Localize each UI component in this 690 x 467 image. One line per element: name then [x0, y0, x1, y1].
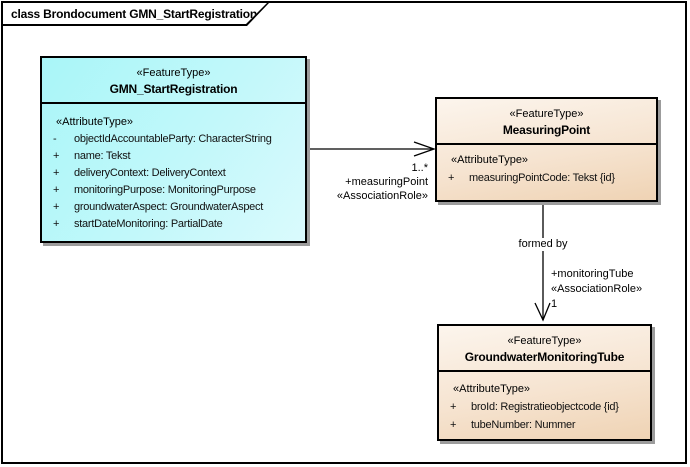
role-label: +measuringPoint [345, 176, 428, 188]
open-arrowhead-right-icon [413, 141, 436, 157]
attribute-row[interactable]: + broId: Registratieobjectcode {id} [439, 398, 650, 416]
attribute-text: name: Tekst [74, 150, 131, 162]
class-name: GMN_StartRegistration [109, 82, 238, 96]
visibility-marker: + [53, 184, 60, 196]
attribute-row[interactable]: - objectIdAccountableParty: CharacterStri… [42, 131, 305, 148]
diagram-title-tab: class Brondocument GMN_StartRegistration [3, 3, 269, 26]
multiplicity-label: 1 [551, 298, 558, 310]
attribute-row[interactable]: + deliveryContext: DeliveryContext [42, 165, 305, 182]
visibility-marker: + [450, 419, 457, 431]
class-attributes: «AttributeType» + broId: Registratieobjec… [439, 372, 650, 434]
class-header: «FeatureType» GroundwaterMonitoringTube [439, 326, 650, 372]
association-measuring-point-line[interactable] [308, 141, 436, 157]
class-name: MeasuringPoint [502, 123, 591, 137]
class-header: «FeatureType» MeasuringPoint [437, 99, 656, 145]
association-stereotype-label: «AssociationRole» [336, 190, 428, 202]
association-name-label: formed by [500, 238, 586, 251]
class-stereotype: «FeatureType» [507, 335, 582, 347]
association-measuring-point-labels: 1..* +measuringPoint «AssociationRole» [316, 161, 428, 203]
attribute-row[interactable]: + startDateMonitoring: PartialDate [42, 216, 305, 233]
role-label: +monitoringTube [551, 268, 634, 280]
attribute-row[interactable]: + tubeNumber: Nummer [439, 416, 650, 434]
visibility-marker: + [53, 218, 60, 230]
class-box-measuringpoint[interactable]: «FeatureType» MeasuringPoint «AttributeT… [435, 97, 658, 202]
association-monitoring-tube-line[interactable] [534, 203, 551, 322]
attribute-row[interactable]: + measuringPointCode: Tekst {id} [437, 169, 656, 187]
attribute-stereotype: «AttributeType» [56, 116, 134, 128]
class-box-groundwatermonitoringtube[interactable]: «FeatureType» GroundwaterMonitoringTube … [437, 324, 652, 441]
association-monitoring-tube-labels: +monitoringTube «AssociationRole» 1 [551, 267, 642, 312]
diagram-title: class Brondocument GMN_StartRegistration [11, 6, 258, 21]
attribute-row[interactable]: + monitoringPurpose: MonitoringPurpose [42, 182, 305, 199]
attribute-text: deliveryContext: DeliveryContext [74, 167, 226, 179]
attribute-text: startDateMonitoring: PartialDate [74, 218, 223, 230]
visibility-marker: + [450, 401, 457, 413]
class-attributes: «AttributeType» - objectIdAccountablePart… [42, 104, 305, 233]
visibility-marker: - [53, 133, 57, 145]
visibility-marker: + [448, 172, 455, 184]
visibility-marker: + [53, 167, 60, 179]
association-stereotype-label: «AssociationRole» [551, 283, 643, 295]
attribute-text: broId: Registratieobjectcode {id} [471, 401, 619, 413]
class-stereotype: «FeatureType» [509, 108, 584, 120]
attribute-stereotype: «AttributeType» [451, 154, 529, 166]
attribute-row[interactable]: + name: Tekst [42, 148, 305, 165]
attribute-text: monitoringPurpose: MonitoringPurpose [74, 184, 256, 196]
open-arrowhead-down-icon [534, 302, 551, 322]
attribute-stereotype: «AttributeType» [453, 383, 531, 395]
class-stereotype: «FeatureType» [136, 67, 211, 79]
class-box-gmn-startregistration[interactable]: «FeatureType» GMN_StartRegistration «Att… [40, 56, 307, 243]
attribute-text: groundwaterAspect: GroundwaterAspect [74, 201, 264, 213]
attribute-row[interactable]: + groundwaterAspect: GroundwaterAspect [42, 199, 305, 216]
multiplicity-label: 1..* [411, 162, 428, 174]
class-header: «FeatureType» GMN_StartRegistration [42, 58, 305, 104]
visibility-marker: + [53, 201, 60, 213]
visibility-marker: + [53, 150, 60, 162]
class-name: GroundwaterMonitoringTube [464, 350, 625, 364]
class-attributes: «AttributeType» + measuringPointCode: Tek… [437, 145, 656, 187]
attribute-text: tubeNumber: Nummer [471, 419, 576, 431]
attribute-text: objectIdAccountableParty: CharacterStrin… [74, 133, 272, 145]
attribute-text: measuringPointCode: Tekst {id} [469, 172, 615, 184]
